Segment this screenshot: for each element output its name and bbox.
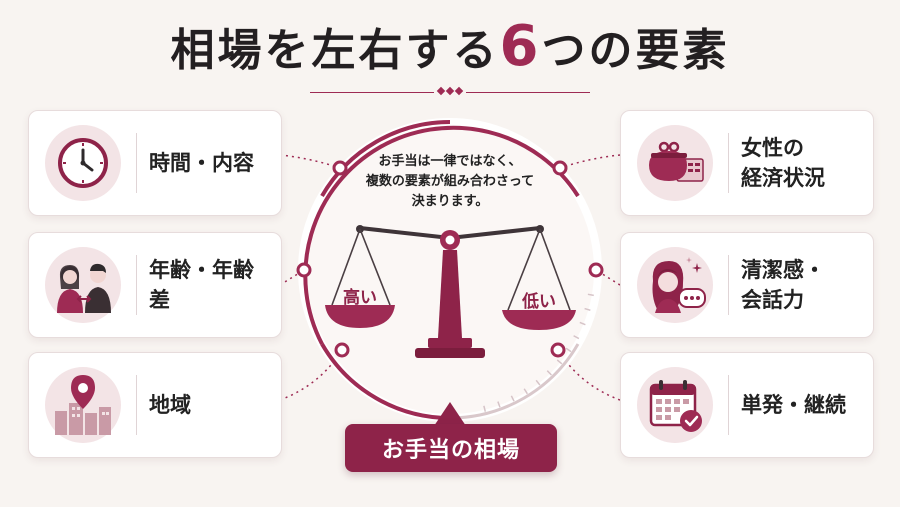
factor-label: 地域 (149, 392, 191, 417)
result-badge: お手当の相場 (345, 424, 557, 472)
factor-card-cleanliness: 清潔感・ 会話力 (620, 232, 874, 338)
woman-chat-icon (637, 247, 713, 323)
connector-finance (559, 154, 621, 169)
left-pan-label: 高い (343, 288, 377, 308)
circle-tick (523, 388, 529, 395)
title-suffix: つの要素 (541, 25, 730, 76)
factor-label: 清潔感・ 会話力 (741, 257, 825, 312)
couple-icon (45, 247, 121, 323)
factor-card-age: 年齢・年齢差 (28, 232, 282, 338)
circle-tick (579, 321, 586, 326)
connector-time (279, 154, 341, 169)
circle-tick (573, 335, 580, 340)
circle-tick (565, 347, 572, 353)
circle-tick (497, 401, 501, 408)
balance-scale-icon (325, 225, 576, 358)
clock-icon (45, 125, 121, 201)
factor-card-finance: 女性の 経済状況 (620, 110, 874, 216)
calendar-check-icon (637, 367, 713, 443)
factor-card-time: 時間・内容 (28, 110, 282, 216)
factor-label: 単発・継続 (741, 392, 846, 417)
page-title: 相場を左右する6つの要素 (0, 14, 900, 79)
center-caption: お手当は一律ではなく、 複数の要素が組み合わさって 決まります。 (365, 154, 535, 210)
factor-card-frequency: 単発・継続 (620, 352, 874, 458)
circle-tick (510, 395, 515, 402)
title-number: 6 (499, 14, 542, 79)
factor-label: 女性の 経済状況 (741, 135, 825, 190)
circle-tick (483, 405, 487, 412)
factor-label: 年齢・年齢差 (149, 257, 254, 312)
circle-tick (546, 370, 552, 376)
circle-tick (535, 379, 541, 386)
purse-icon (637, 125, 713, 201)
right-pan-label: 低い (522, 292, 556, 312)
factor-label: 時間・内容 (149, 150, 254, 175)
circle-tick (584, 307, 591, 311)
title-main: 相場を左右する (170, 25, 500, 76)
factor-card-region: 地域 (28, 352, 282, 458)
location-pin-icon (45, 367, 121, 443)
circle-tick (587, 293, 594, 297)
title-divider (310, 86, 590, 96)
circle-tick (556, 359, 563, 365)
